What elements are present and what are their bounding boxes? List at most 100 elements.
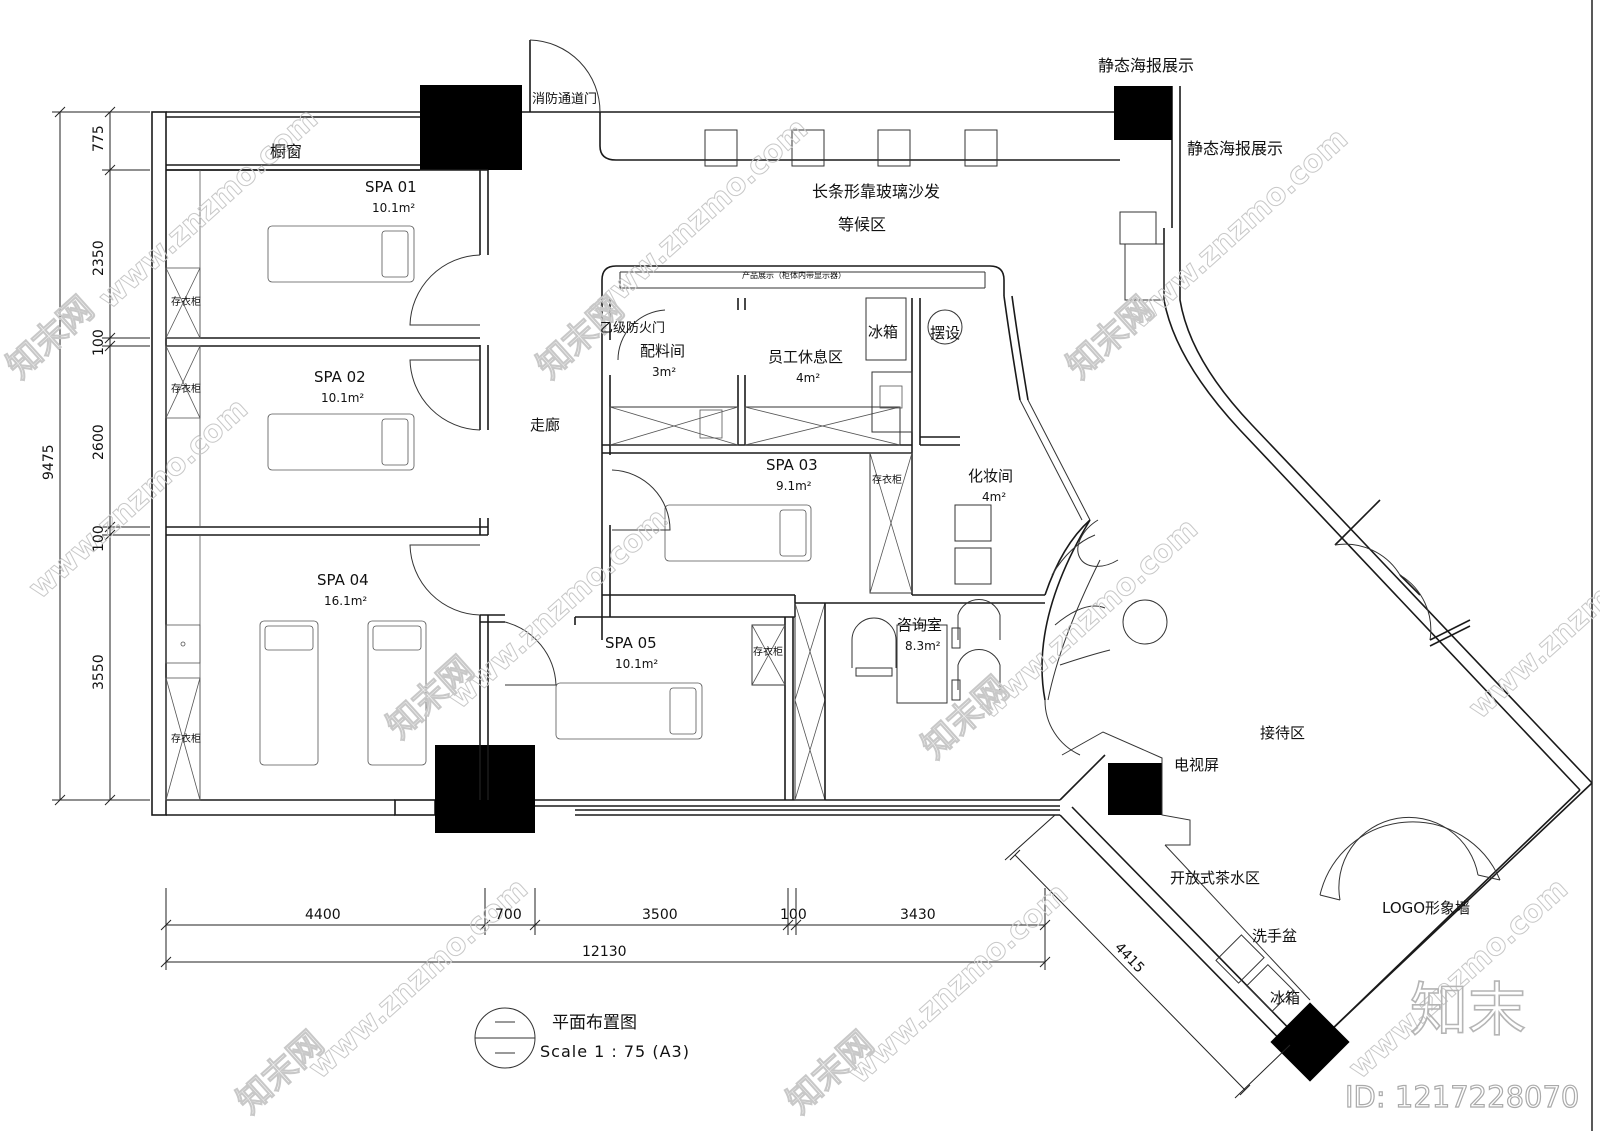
dim-label: 100 (91, 329, 107, 356)
watermark-text: www.znzmo.com (1462, 511, 1600, 726)
label-poster-top: 静态海报展示 (1098, 56, 1194, 75)
label-poster-side: 静态海报展示 (1187, 139, 1283, 158)
label-tv: 电视屏 (1174, 756, 1219, 774)
spa-wing-walls (166, 169, 505, 800)
locker-cabinet (165, 267, 201, 339)
dim-label: 100 (780, 907, 807, 923)
dim-total-left: 9475 (41, 444, 57, 480)
label-spa05: SPA 05 (605, 634, 657, 652)
drawing-scale: Scale 1 : 75 (A3) (540, 1042, 690, 1061)
dim-label: 3550 (91, 654, 107, 690)
product-display-cabinet (601, 265, 1005, 298)
watermark-text: www.znzmo.com (842, 876, 1075, 1091)
door-swing (409, 544, 481, 616)
label-sofa: 长条形靠玻璃沙发 (812, 182, 940, 201)
dim-label: 4400 (305, 907, 341, 923)
watermark-text: 知末网 (0, 289, 102, 387)
spa-bed (267, 413, 415, 471)
logo-wall (1319, 816, 1501, 901)
label-spa02: SPA 02 (314, 368, 366, 386)
label-spa04-area: 16.1m² (324, 594, 367, 608)
column (420, 85, 522, 170)
label-corridor: 走廊 (530, 416, 560, 434)
label-consult: 咨询室 (897, 616, 942, 634)
label-locker: 存衣柜 (753, 645, 783, 658)
column (1270, 1002, 1350, 1082)
room-labels: 橱窗 消防通道门 静态海报展示 静态海报展示 长条形靠玻璃沙发 等候区 SPA … (171, 56, 1470, 1007)
label-fridge: 冰箱 (868, 323, 898, 341)
label-fire-exit-door: 消防通道门 (532, 91, 597, 107)
sink (165, 624, 201, 664)
watermark-text: www.znzmo.com (302, 871, 535, 1086)
label-display-window: 橱窗 (270, 142, 302, 161)
label-staff-area: 4m² (796, 371, 820, 385)
dim-total-bottom: 12130 (582, 944, 627, 960)
spa-bed (555, 682, 703, 740)
locker-cabinet (165, 345, 201, 419)
label-spa02-area: 10.1m² (321, 391, 364, 405)
door-swing (409, 359, 481, 431)
dim-label: 100 (91, 525, 107, 552)
label-prep-room: 配料间 (640, 342, 685, 360)
label-spa01-area: 10.1m² (372, 201, 415, 215)
label-staff-rest: 员工休息区 (768, 348, 843, 366)
label-prep-area: 3m² (652, 365, 676, 379)
locker-cabinet (165, 677, 201, 801)
label-makeup-area: 4m² (982, 490, 1006, 504)
label-fire-door-b: 乙级防火门 (600, 320, 665, 336)
watermark-text: 知末网 (1059, 289, 1162, 387)
watermark-text: www.znzmo.com (92, 101, 325, 316)
dimension-line-diagonal (1004, 814, 1291, 1099)
dim-label: 2600 (91, 424, 107, 460)
label-spa04: SPA 04 (317, 571, 369, 589)
watermark-text: www.znzmo.com (22, 391, 255, 606)
watermark-text: www.znzmo.com (582, 111, 815, 326)
title-symbol (474, 1007, 536, 1069)
center-block-walls (574, 297, 1045, 801)
tea-counter (1164, 844, 1311, 1013)
dim-label: 700 (495, 907, 522, 923)
column (1108, 763, 1162, 815)
label-spa01: SPA 01 (365, 178, 417, 196)
label-product-display: 产品展示（柜体内带显示器） (742, 270, 846, 280)
label-consult-area: 8.3m² (905, 639, 941, 653)
label-spa03: SPA 03 (766, 456, 818, 474)
watermark-logo: 知末 (1410, 976, 1526, 1044)
dim-label: 2350 (91, 240, 107, 276)
label-locker: 存衣柜 (171, 732, 201, 745)
label-logo-wall: LOGO形象墙 (1382, 899, 1470, 917)
dim-label: 3430 (900, 907, 936, 923)
label-fridge: 冰箱 (1270, 989, 1300, 1007)
label-basin: 洗手盆 (1252, 927, 1297, 945)
door-swing (409, 254, 481, 326)
label-locker: 存衣柜 (171, 295, 201, 308)
sofa-seats (704, 129, 1165, 301)
dimension-lines-bottom (160, 888, 1051, 970)
label-spa05-area: 10.1m² (615, 657, 658, 671)
spa-bed (267, 225, 415, 283)
label-reception: 接待区 (1260, 724, 1305, 742)
watermark-text: www.znzmo.com (442, 501, 675, 716)
dim-label: 775 (91, 125, 107, 152)
watermark-text: 知末网 (529, 289, 632, 387)
spa-bed (259, 620, 319, 766)
label-makeup: 化妆间 (968, 467, 1013, 485)
drawing-title: 平面布置图 (552, 1013, 637, 1033)
exterior-walls (151, 86, 1593, 1061)
column (435, 745, 535, 833)
door-swing (504, 621, 557, 686)
fire-exit-door (529, 39, 601, 113)
spa-bed (367, 620, 427, 766)
column (1114, 86, 1172, 140)
label-locker: 存衣柜 (872, 473, 902, 486)
spa-bed (664, 504, 812, 562)
label-waiting: 等候区 (838, 215, 886, 234)
label-spa03-area: 9.1m² (776, 479, 812, 493)
consult-furniture (851, 599, 1001, 704)
tv-console (1061, 731, 1191, 846)
watermark-layer: www.znzmo.com 知末网 www.znzmo.com 知末网 www.… (0, 101, 1600, 1122)
dim-diagonal: 4415 (1111, 940, 1147, 977)
title-block: 平面布置图 Scale 1 : 75 (A3) (540, 1013, 690, 1061)
makeup-room (927, 295, 1168, 756)
